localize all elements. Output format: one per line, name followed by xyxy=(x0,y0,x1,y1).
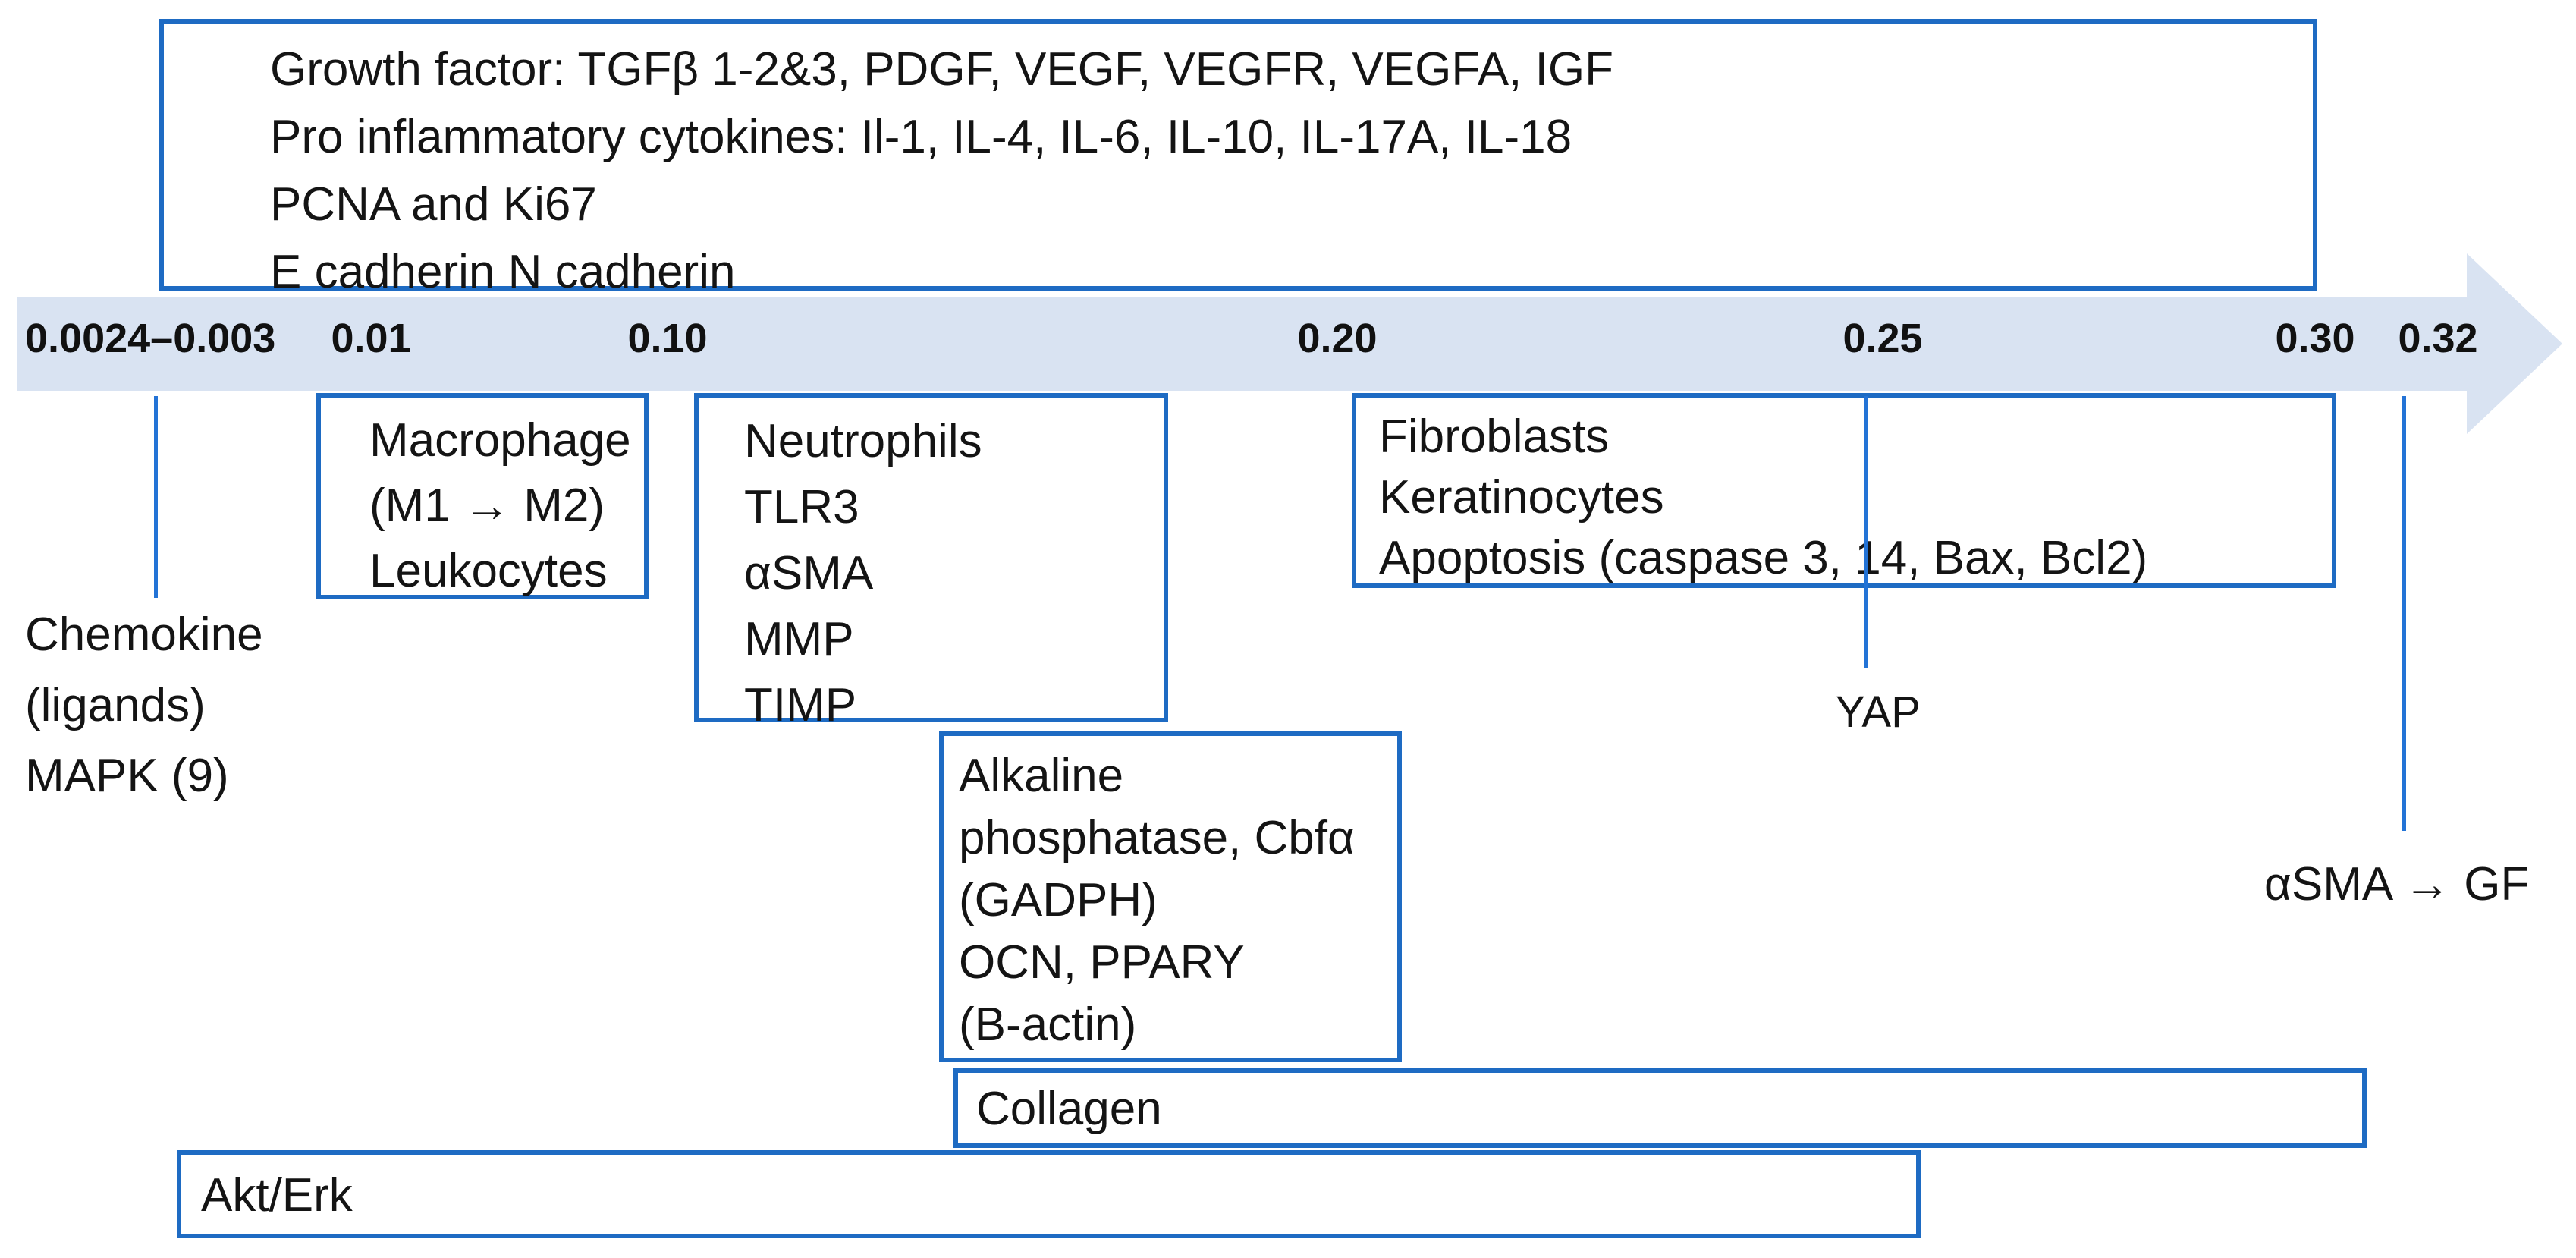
collagen-box: Collagen xyxy=(953,1068,2367,1148)
alkaline-phosphatase-box: Alkaline phosphatase, Cbfα (GADPH) OCN, … xyxy=(939,731,1402,1062)
axis-tick-label-030: 0.30 xyxy=(2275,316,2355,361)
gadph-line: (GADPH) xyxy=(959,874,1158,926)
ocn-ppary-line: OCN, PPARY xyxy=(959,936,1245,989)
mapk-line: MAPK (9) xyxy=(25,750,229,802)
fibroblasts-line: Fibroblasts xyxy=(1379,410,1610,463)
akt-erk-box: Akt/Erk xyxy=(177,1150,1921,1238)
cytokines-line: Pro inflammatory cytokines: Il-1, IL-4, … xyxy=(270,111,1572,163)
pcna-ki67-line: PCNA and Ki67 xyxy=(270,178,597,231)
tlr3-line: TLR3 xyxy=(744,481,859,533)
asma-gf-label: αSMA → GF xyxy=(2264,858,2530,910)
neutrophils-line: Neutrophils xyxy=(744,415,982,467)
chemokine-line: Chemokine xyxy=(25,609,263,661)
chemokine-label-block: Chemokine (ligands) MAPK (9) xyxy=(25,599,263,811)
axis-arrowhead-icon xyxy=(2467,253,2562,434)
m1-m2-line: (M1 → M2) xyxy=(369,480,605,532)
keratinocytes-line: Keratinocytes xyxy=(1379,471,1664,524)
alkaline-line: Alkaline xyxy=(959,750,1124,802)
macrophage-line: Macrophage xyxy=(369,414,631,467)
growth-factor-box: Growth factor: TGFβ 1-2&3, PDGF, VEGF, V… xyxy=(159,19,2317,298)
axis-tick-label-032: 0.32 xyxy=(2398,316,2478,361)
apoptosis-line: Apoptosis (caspase 3, 14, Bax, Bcl2) xyxy=(1379,532,2148,584)
cadherin-line: E cadherin N cadherin xyxy=(270,246,736,298)
leukocytes-line: Leukocytes xyxy=(369,545,608,597)
axis-tick-label-range: 0.0024–0.003 xyxy=(25,316,276,361)
akt-erk-label: Akt/Erk xyxy=(201,1169,353,1222)
axis-band xyxy=(17,297,2467,391)
axis-tick-label-001: 0.01 xyxy=(331,316,411,361)
asma-line: αSMA xyxy=(744,547,874,599)
yap-label: YAP xyxy=(1836,687,1921,737)
mmp-line: MMP xyxy=(744,613,854,665)
neutrophils-box: Neutrophils TLR3 αSMA MMP TIMP xyxy=(694,393,1168,731)
chemokine-tick-line xyxy=(154,396,158,598)
axis-tick-label-020: 0.20 xyxy=(1297,316,1378,361)
collagen-label: Collagen xyxy=(976,1083,1162,1135)
asma-gf-tick-line xyxy=(2402,396,2406,831)
axis-tick-label-025: 0.25 xyxy=(1842,316,1923,361)
yap-tick-line xyxy=(1864,396,1868,668)
ligands-line: (ligands) xyxy=(25,679,206,731)
b-actin-line: (B-actin) xyxy=(959,999,1137,1051)
phosphatase-cbfa-line: phosphatase, Cbfα xyxy=(959,812,1355,864)
timp-line: TIMP xyxy=(744,679,857,731)
macrophage-box: Macrophage (M1 → M2) Leukocytes xyxy=(316,393,649,599)
growth-factor-line: Growth factor: TGFβ 1-2&3, PDGF, VEGF, V… xyxy=(270,43,1613,96)
axis-tick-label-010: 0.10 xyxy=(627,316,708,361)
fibroblasts-box: Fibroblasts Keratinocytes Apoptosis (cas… xyxy=(1352,393,2336,588)
